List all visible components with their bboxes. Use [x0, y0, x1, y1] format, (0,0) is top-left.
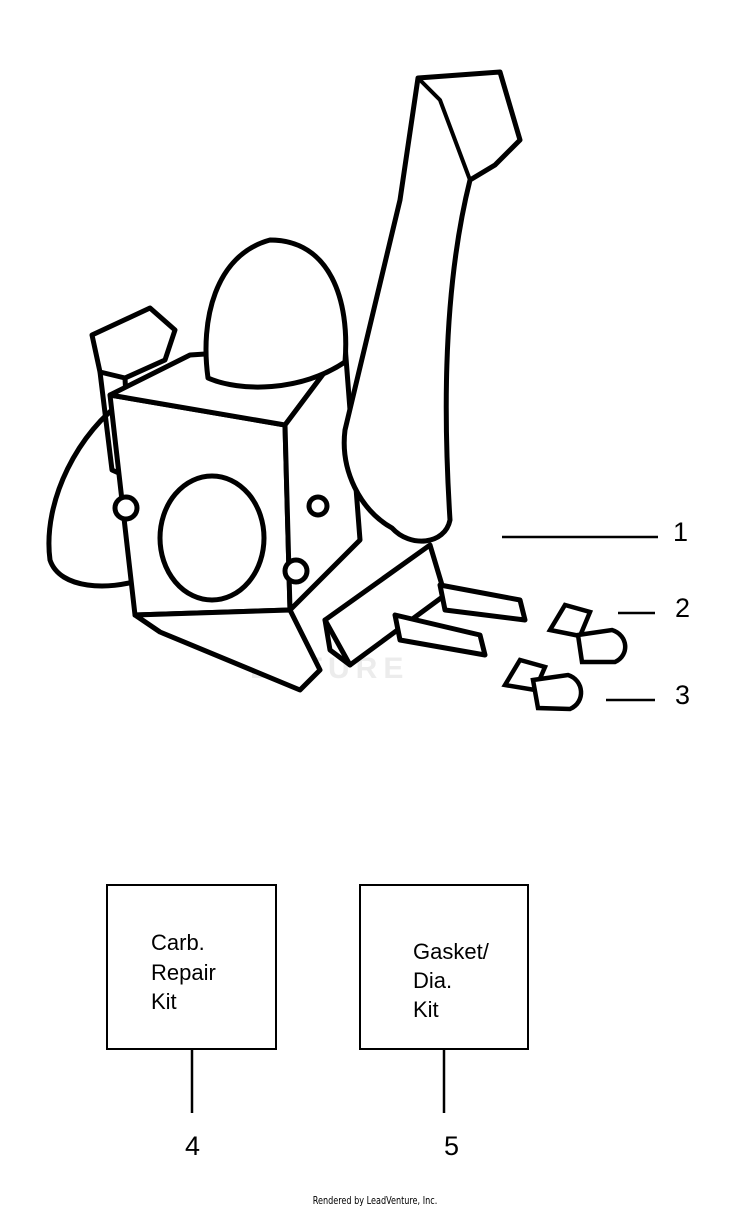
repair-kit-line3: Kit: [151, 989, 177, 1014]
gasket-kit-box: [359, 884, 529, 1050]
throttle-lever: [341, 69, 523, 544]
callout-3: 3: [675, 680, 690, 710]
screw-shaft-upper: [437, 582, 528, 623]
callout-4: 4: [185, 1131, 200, 1161]
leader-lines: [190, 535, 658, 1113]
repair-kit-box: [106, 884, 277, 1050]
mount-hole-rear: [306, 494, 330, 518]
adjuster-cap-2: [546, 602, 628, 665]
adjuster-cap-3: [501, 657, 584, 712]
mount-hole-right: [282, 557, 310, 585]
rendered-by-footer: Rendered by LeadVenture, Inc.: [312, 1194, 438, 1207]
callout-2: 2: [675, 593, 690, 623]
gasket-kit-line1: Gasket/: [413, 939, 490, 964]
gasket-kit-line3: Kit: [413, 997, 439, 1022]
base-plate: [132, 607, 323, 693]
venturi-bore: [157, 473, 267, 603]
gasket-kit-line2: Dia.: [413, 968, 452, 993]
callout-5: 5: [444, 1131, 459, 1161]
mount-hole-left: [112, 494, 140, 522]
callout-1: 1: [673, 517, 688, 547]
repair-kit-line1: Carb.: [151, 930, 205, 955]
primer-bulb: [203, 237, 349, 390]
screw-shaft-lower: [392, 612, 488, 658]
repair-kit-line2: Repair: [151, 960, 216, 985]
carburetor-illustration: [46, 69, 528, 693]
